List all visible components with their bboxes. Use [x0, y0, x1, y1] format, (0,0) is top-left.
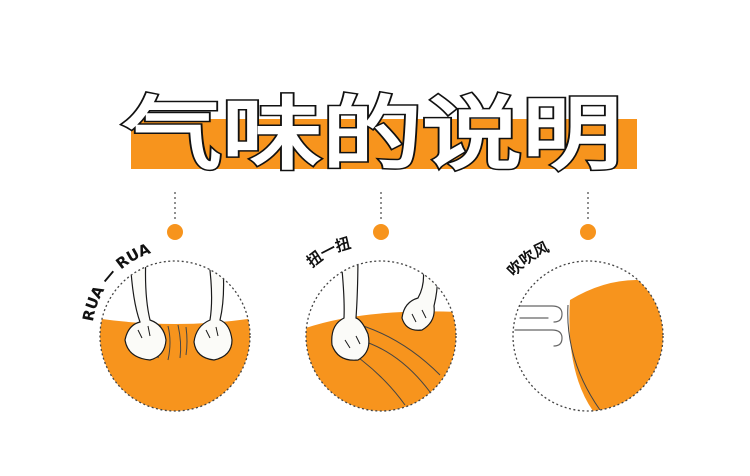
step-circle-outline: [512, 260, 664, 412]
orange-dot: [373, 224, 389, 240]
step-label: 吹吹风: [504, 238, 552, 280]
title-banner: [131, 119, 637, 169]
wind-illustration: [514, 280, 663, 411]
orange-dot: [167, 224, 183, 240]
step-rub: RUA — RUA: [79, 192, 251, 412]
step-air-out: 吹吹风: [504, 192, 664, 412]
wind-icon: [514, 305, 563, 347]
step-twist: 扭一扭: [303, 192, 457, 412]
step-circle-outline: [305, 260, 457, 412]
step-label: 扭一扭: [303, 234, 352, 271]
twist-illustration: [306, 261, 456, 411]
page-title: 气味的说明: [122, 88, 622, 181]
step-circle-outline: [99, 260, 251, 412]
rub-illustration: [100, 261, 250, 411]
orange-dot: [580, 224, 596, 240]
